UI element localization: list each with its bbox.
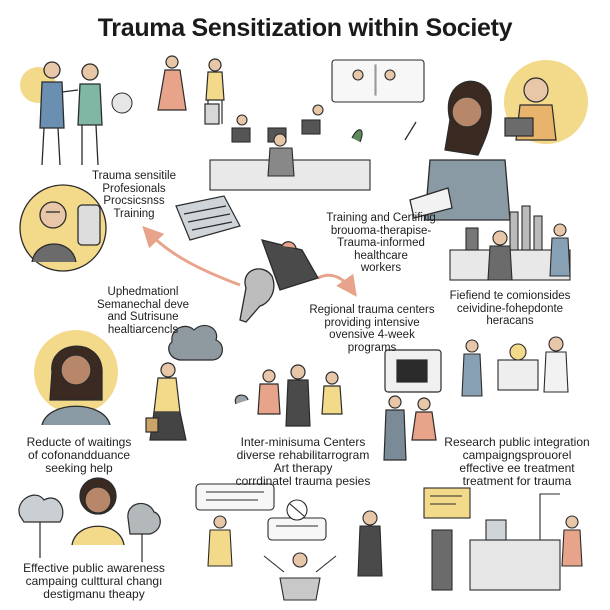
- man-portrait-illustration: [19, 184, 107, 272]
- caption-line: Regional trauma centers: [309, 304, 435, 316]
- caption-line: heracans: [486, 315, 534, 327]
- caption-line: Training and Certifing: [326, 212, 436, 224]
- caption-line: campaing culttural changı: [25, 574, 163, 588]
- workshop-illustration: [449, 205, 571, 281]
- presentation-board-illustration: [383, 349, 442, 461]
- caption-line: seeking help: [45, 461, 113, 475]
- caption-line: Reducte of waitings: [26, 435, 132, 449]
- woman-smiling-illustration: [71, 477, 125, 546]
- caption-line: ceividine-fohepdonte: [456, 302, 564, 315]
- children-group-illustration: [157, 55, 225, 125]
- caption-training: Training and Certifing brouoma-therapisе…: [316, 212, 446, 275]
- group-of-people-illustration: [234, 364, 343, 427]
- caption-line: Trauma sensitile: [92, 170, 176, 182]
- caption-line: effective ee treatment: [459, 461, 575, 475]
- caption-line: treatment for trauma: [462, 474, 572, 488]
- caption-regional: Regional trauma centers providing intens…: [304, 304, 440, 354]
- caption-line: Effective public awareness: [23, 561, 165, 575]
- caption-line: Fiefiend te comionsides: [449, 290, 571, 302]
- caption-line: workers: [360, 262, 402, 274]
- caption-line: campaigngsprouorel: [462, 448, 572, 462]
- woman-headset-illustration: [34, 330, 118, 426]
- caption-line: brouoma-therapisе-: [330, 224, 432, 237]
- caption-line: Profesionals: [102, 182, 166, 195]
- arrow-to-professionals: [142, 225, 241, 287]
- pair-people-illustration: [20, 61, 103, 166]
- caption-line: destigmanu theapy: [43, 587, 145, 601]
- caption-line: corrdinatel trauma pesies: [235, 474, 371, 488]
- paper-card-icon: [175, 195, 241, 241]
- caption-line: providing intensive: [324, 316, 420, 329]
- caption-line: Procsicsnss: [103, 195, 165, 207]
- caption-line: Inter-minisuma Centers: [240, 435, 366, 449]
- caption-line: ovensive 4-week: [329, 329, 415, 341]
- caption-inter: Inter-minisuma Centers diverse rehabilit…: [226, 436, 380, 488]
- caption-reducte: Reducte of waitings of cofonandduance se…: [18, 436, 140, 475]
- arrow-to-regional: [317, 273, 357, 297]
- caption-line: healthcare: [354, 249, 408, 262]
- elder-reader-illustration: [504, 60, 588, 144]
- caption-awareness: Effective public awareness campaing cult…: [16, 562, 172, 601]
- page-title: Trauma Sensitization within Society: [97, 14, 513, 42]
- brain-tree-figure-illustration: [239, 239, 319, 323]
- caption-uphedd: Uphedmationl Semanechal deve and Sutrisu…: [84, 286, 202, 336]
- woman-thought-cloud-illustration: [145, 325, 223, 441]
- classroom-illustration: [209, 59, 425, 191]
- caption-research: Research public integration campaigngspr…: [442, 436, 592, 488]
- trees-illustration: [18, 494, 161, 562]
- caption-fiefiend: Fiefiend te comionsides ceividine-fohepd…: [440, 290, 580, 328]
- caption-line: of cofonandduance: [27, 448, 131, 462]
- caption-line: Training: [113, 207, 155, 220]
- caption-line: Research public integration: [444, 435, 590, 449]
- caption-professionals: Trauma sensitile Profesionals Procsicsns…: [86, 170, 182, 220]
- caption-line: Uphedmationl: [107, 286, 179, 298]
- caption-line: programs: [347, 341, 397, 354]
- laboratory-illustration: [423, 487, 583, 591]
- caption-line: and Sutrisune: [107, 311, 179, 323]
- woman-presenter-illustration: [404, 80, 511, 221]
- caption-line: Semanechal deve: [96, 298, 190, 311]
- caption-line: healtiarcencls: [107, 323, 179, 336]
- small-icon-circle: [111, 92, 133, 114]
- celebration-illustration: [461, 336, 569, 397]
- caption-line: Trauma-informed: [337, 237, 425, 249]
- meeting-illustration: [195, 483, 383, 601]
- caption-line: diverse rehabilitarrogram: [236, 448, 370, 462]
- caption-line: Art therapy: [273, 461, 333, 475]
